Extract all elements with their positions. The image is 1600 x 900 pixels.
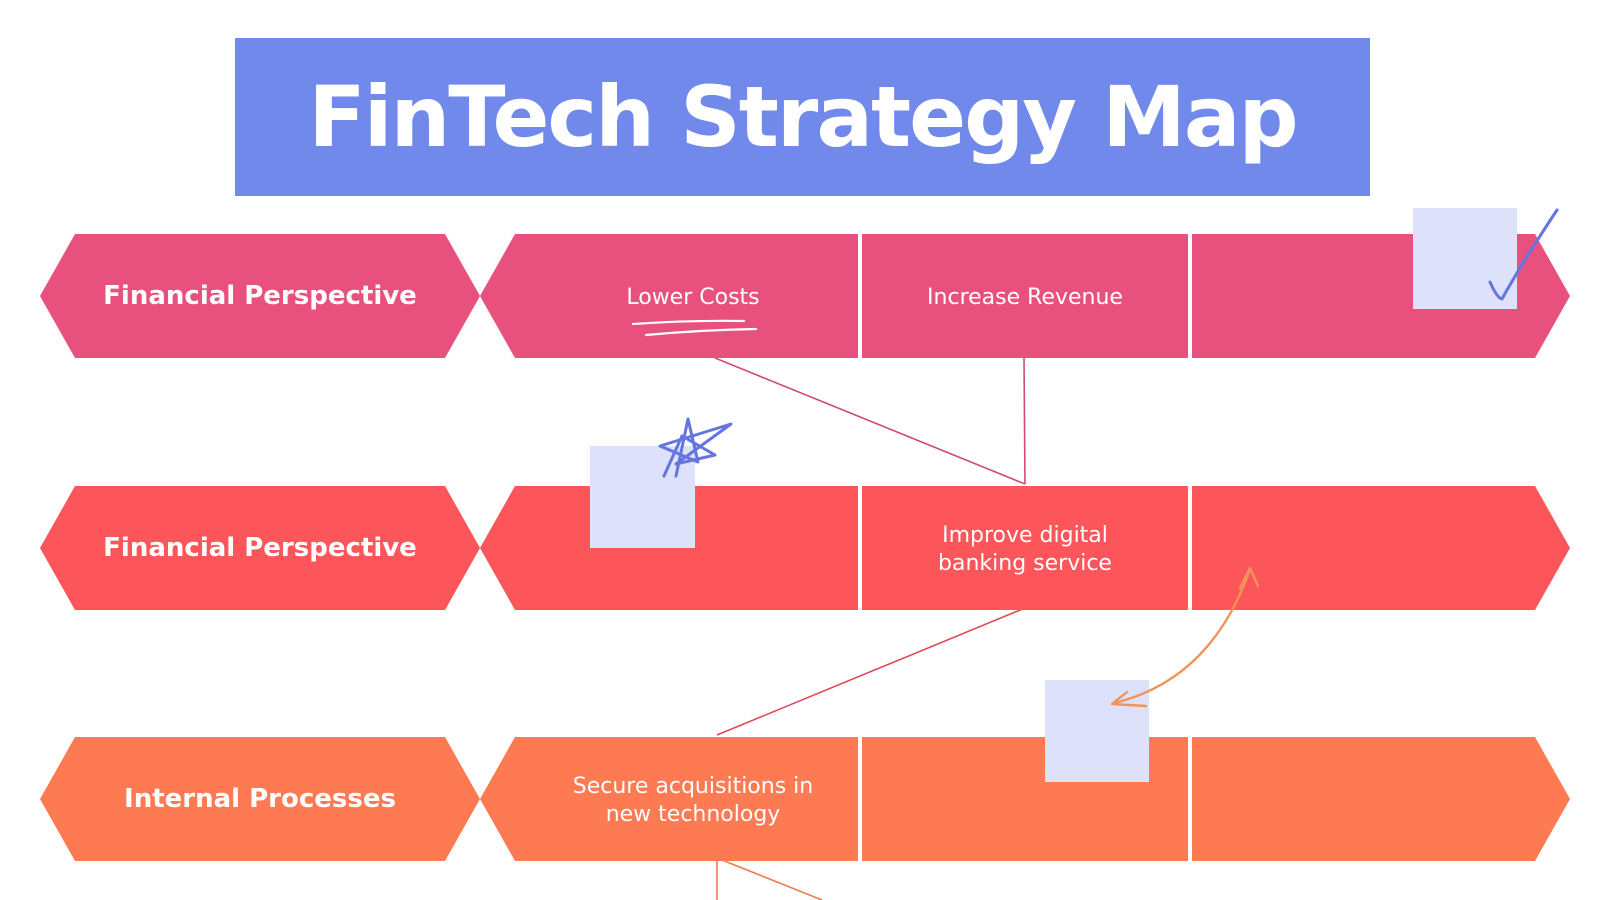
objective-box xyxy=(480,737,858,861)
connector-line xyxy=(716,607,1026,736)
sticky-note xyxy=(1413,208,1517,309)
perspective-row: Internal Processes Secure acquisitions in… xyxy=(40,737,1570,861)
perspective-rows: Financial Perspective Lower Costs Increase… xyxy=(40,234,1570,861)
perspective-row: Financial Perspective Lower Costs Increase… xyxy=(40,234,1570,358)
objective-box xyxy=(1192,486,1570,610)
connector-line xyxy=(716,857,823,900)
objective-box xyxy=(862,486,1188,610)
page-title: FinTech Strategy Map xyxy=(308,68,1298,166)
connector-line xyxy=(714,357,1026,485)
objective-box xyxy=(1192,737,1570,861)
perspective-label: Financial Perspective xyxy=(103,281,417,311)
sticky-note xyxy=(1045,680,1149,782)
perspective-label-shape xyxy=(40,234,480,358)
underline-scribble xyxy=(631,319,758,337)
perspective-label-shape xyxy=(40,737,480,861)
objective-label: Lower Costs xyxy=(626,285,759,310)
perspective-label: Internal Processes xyxy=(124,784,396,814)
objective-label: Increase Revenue xyxy=(927,285,1123,310)
checkmark-icon xyxy=(1488,208,1559,301)
connector-lines xyxy=(714,357,1026,900)
star-doodle-icon xyxy=(658,417,733,478)
perspective-label: Financial Perspective xyxy=(103,533,417,563)
curved-arrow-icon xyxy=(1110,566,1260,708)
perspective-label-shape xyxy=(40,486,480,610)
objective-box xyxy=(862,234,1188,358)
objective-box xyxy=(480,234,858,358)
decorations xyxy=(590,208,1559,782)
title-banner: FinTech Strategy Map xyxy=(235,38,1370,196)
connector-line xyxy=(1023,357,1026,485)
